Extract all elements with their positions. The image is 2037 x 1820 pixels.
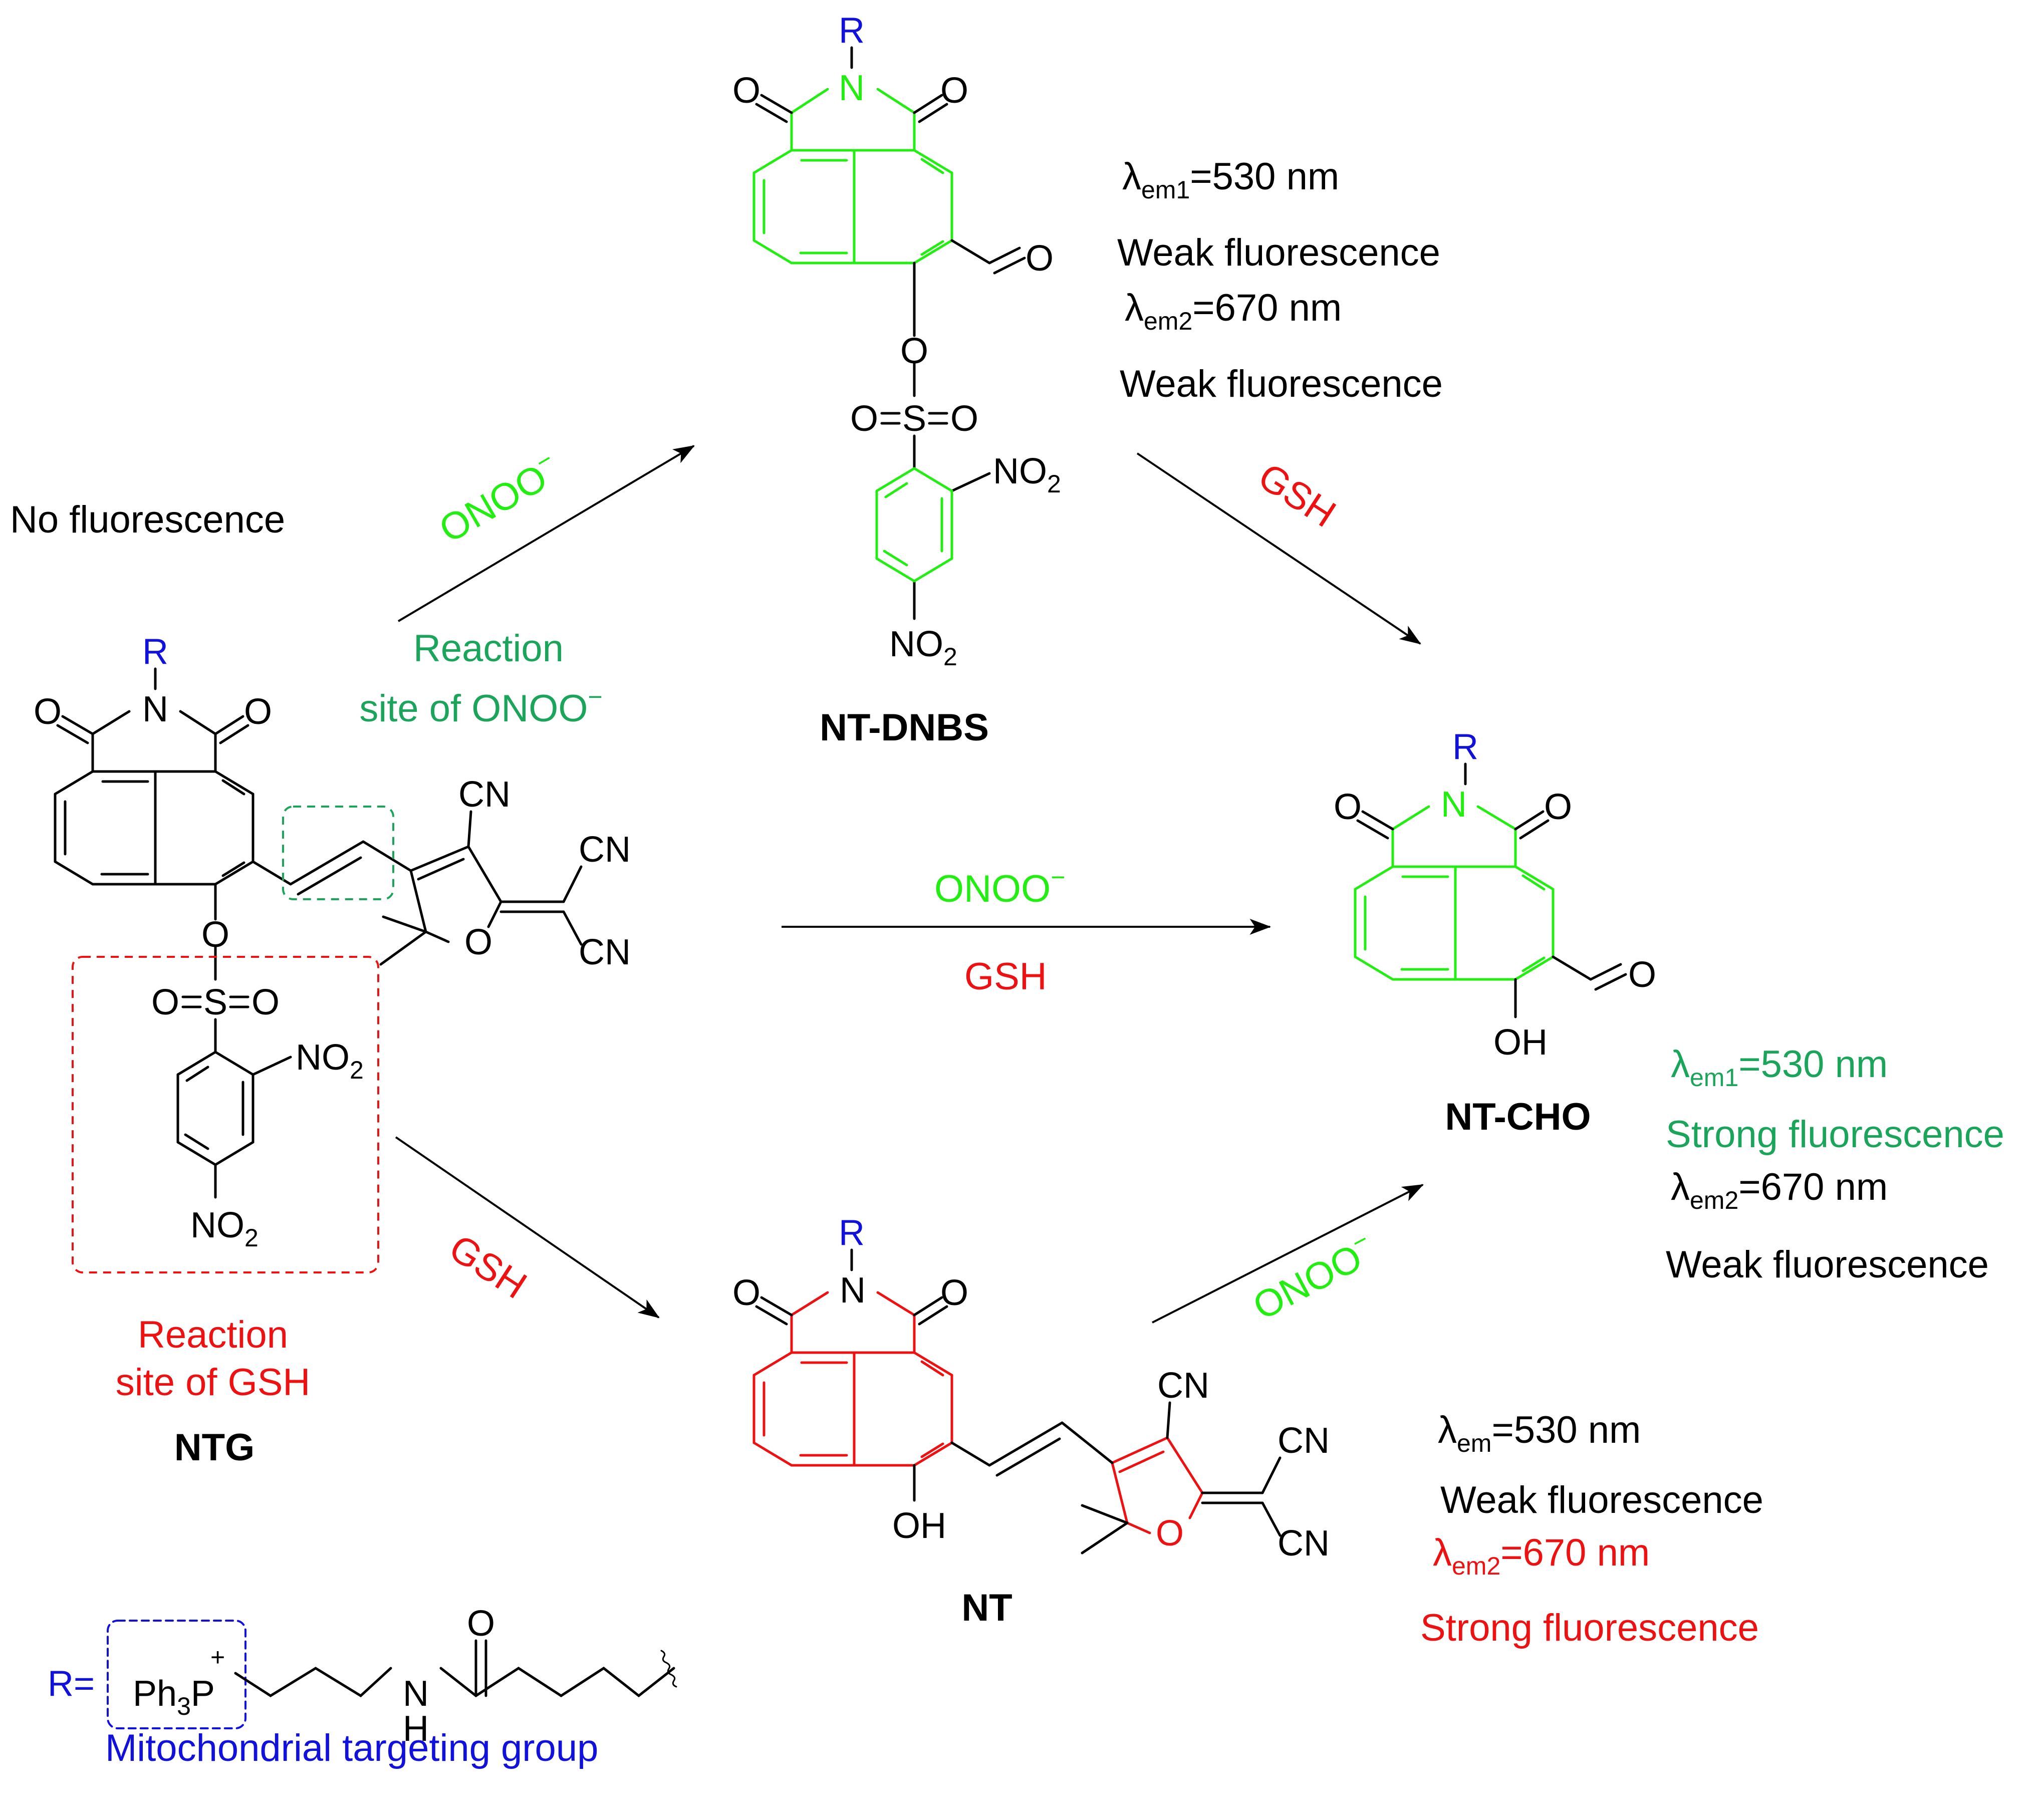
svg-text:O: O <box>900 331 928 371</box>
svg-text:O: O <box>1544 787 1572 827</box>
reaction-arrows <box>395 445 1424 1324</box>
svg-text:CN: CN <box>579 932 631 972</box>
svg-text:N: N <box>840 1270 866 1311</box>
r-equals-label: R= <box>48 1664 95 1704</box>
svg-text:OH: OH <box>892 1506 946 1546</box>
svg-text:N: N <box>1441 785 1467 825</box>
fluorescence-1-ntdnbs: Weak fluorescence <box>1117 231 1440 274</box>
highlight-box-onoo-site <box>282 806 394 900</box>
svg-text:O: O <box>467 1604 495 1644</box>
svg-text:O: O <box>940 1273 968 1313</box>
svg-text:O: O <box>1156 1513 1184 1553</box>
svg-text:O: O <box>850 399 878 439</box>
svg-text:R: R <box>839 11 865 51</box>
structure-ntdnbs: R N O O O O S O O NO2 NO2 <box>732 11 1061 671</box>
structure-nt: R N O O OH CN CN CN O <box>732 1213 1330 1564</box>
svg-text:GSH: GSH <box>1251 455 1343 536</box>
compound-name-ntcho: NT-CHO <box>1445 1096 1591 1138</box>
svg-text:NO2: NO2 <box>190 1205 259 1252</box>
svg-text:GSH: GSH <box>442 1226 534 1307</box>
reagent-gsh-middle: GSH <box>964 955 1047 998</box>
svg-text:O: O <box>151 982 179 1022</box>
no-fluorescence-label: No fluorescence <box>10 498 285 541</box>
reagent-onoo-middle: ONOO− <box>934 863 1065 910</box>
lambda-em1-ntdnbs: λem1=530 nm <box>1122 155 1339 204</box>
svg-text:CN: CN <box>579 830 631 870</box>
r-group-definition: R= Ph3P + N H O <box>48 1604 677 1749</box>
mito-targeting-label: Mitochondrial targeting group <box>105 1727 598 1769</box>
structure-ntg: R N O O CN CN CN O O S O O NO2 NO2 <box>34 632 631 1252</box>
emission-info-ntdnbs: λem1=530 nm Weak fluorescence λem2=670 n… <box>1117 155 1443 405</box>
reagent-gsh-top: GSH <box>1251 455 1343 536</box>
svg-text:N: N <box>403 1674 429 1714</box>
emission-info-nt: λem=530 nm Weak fluorescence λem2=670 nm… <box>1420 1409 1763 1649</box>
compound-name-ntdnbs: NT-DNBS <box>820 706 989 749</box>
fluorescence-2-nt: Strong fluorescence <box>1420 1607 1759 1649</box>
svg-text:N: N <box>839 68 865 108</box>
svg-text:O: O <box>1334 787 1362 827</box>
fluorescence-1-ntcho: Strong fluorescence <box>1666 1113 2004 1156</box>
svg-text:H: H <box>403 1709 429 1749</box>
compound-name-nt: NT <box>961 1587 1012 1629</box>
svg-text:NO2: NO2 <box>889 624 957 671</box>
svg-text:S: S <box>203 982 227 1022</box>
svg-text:O: O <box>940 71 968 111</box>
fluorescence-1-nt: Weak fluorescence <box>1440 1479 1763 1521</box>
lambda-em1-ntcho: λem1=530 nm <box>1671 1043 1888 1092</box>
compound-name-ntg: NTG <box>174 1426 254 1469</box>
reaction-site-onoo-line1: Reaction <box>413 627 564 670</box>
svg-text:O: O <box>244 692 272 732</box>
svg-text:R: R <box>1452 727 1478 767</box>
svg-text:O: O <box>1026 238 1054 279</box>
svg-text:CN: CN <box>1278 1523 1330 1564</box>
svg-text:OH: OH <box>1493 1022 1548 1063</box>
svg-text:CN: CN <box>458 774 511 815</box>
highlight-box-tpp <box>107 1620 246 1729</box>
arrow-nt-to-ntcho <box>1152 1184 1424 1324</box>
svg-text:O: O <box>34 692 62 732</box>
highlight-box-gsh-site <box>72 956 379 1273</box>
lambda-em-nt: λem=530 nm <box>1438 1409 1641 1457</box>
reaction-site-gsh-line2: site of GSH <box>116 1361 311 1404</box>
fluorescence-2-ntdnbs: Weak fluorescence <box>1120 363 1443 405</box>
reaction-site-onoo-line2: site of ONOO− <box>359 683 602 730</box>
svg-text:CN: CN <box>1157 1366 1209 1406</box>
reagent-onoo-top: ONOO− <box>430 445 567 551</box>
svg-text:Ph3P: Ph3P <box>133 1674 215 1720</box>
svg-text:O: O <box>464 922 492 962</box>
svg-text:O: O <box>732 1273 760 1313</box>
svg-text:R: R <box>839 1213 865 1253</box>
svg-text:R: R <box>142 632 168 672</box>
reagent-gsh-bottom: GSH <box>442 1226 534 1307</box>
svg-text:O: O <box>950 399 978 439</box>
reaction-site-gsh-line1: Reaction <box>138 1314 288 1356</box>
svg-text:ONOO−: ONOO− <box>430 445 567 551</box>
arrow-ntdnbs-to-ntcho <box>1136 452 1421 645</box>
arrow-ntg-to-nt <box>395 1136 660 1319</box>
svg-text:O: O <box>1628 955 1656 995</box>
svg-text:NO2: NO2 <box>296 1037 364 1084</box>
svg-text:N: N <box>142 689 168 729</box>
structure-ntcho: R N O O O OH <box>1334 727 1656 1063</box>
lambda-em2-ntdnbs: λem2=670 nm <box>1125 287 1342 335</box>
arrow-ntg-to-ntdnbs <box>397 445 695 622</box>
wavy-bond <box>660 1650 677 1688</box>
emission-info-ntcho: λem1=530 nm Strong fluorescence λem2=670… <box>1666 1043 2004 1286</box>
svg-text:S: S <box>902 399 926 439</box>
svg-text:+: + <box>210 1643 225 1671</box>
lambda-em2-nt: λem2=670 nm <box>1433 1531 1650 1580</box>
svg-text:CN: CN <box>1278 1421 1330 1461</box>
lambda-em2-ntcho: λem2=670 nm <box>1671 1166 1888 1214</box>
fluorescence-2-ntcho: Weak fluorescence <box>1666 1243 1989 1286</box>
svg-text:O: O <box>732 71 760 111</box>
svg-text:NO2: NO2 <box>993 451 1061 498</box>
svg-text:O: O <box>251 982 280 1022</box>
svg-text:O: O <box>201 915 229 955</box>
